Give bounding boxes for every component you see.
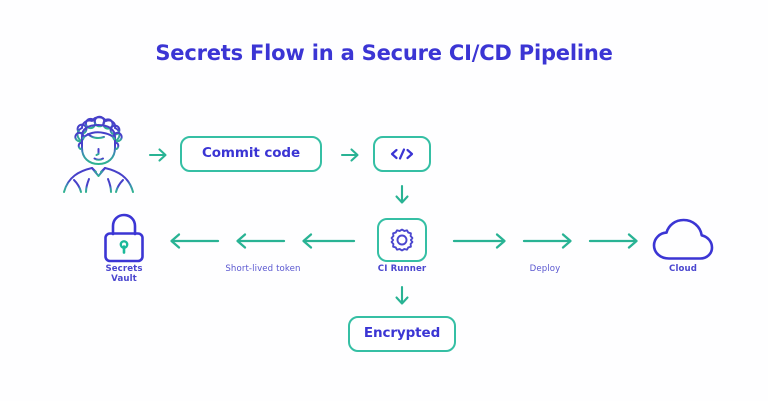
arrow-left-group-icon: [170, 233, 356, 249]
deploy-flow-arrows: [450, 229, 640, 253]
arrow-right-icon: [148, 148, 167, 162]
page-title: Secrets Flow in a Secure CI/CD Pipeline: [155, 41, 613, 65]
encrypted-box[interactable]: Encrypted: [348, 316, 456, 352]
arrow-commit-to-code: [337, 144, 365, 166]
developer-avatar: [52, 106, 144, 194]
gear-icon: [390, 228, 414, 252]
arrow-right-icon: [340, 148, 359, 162]
cloud-label: Cloud: [669, 264, 697, 274]
short-lived-token-label: Short-lived token: [225, 264, 301, 274]
person-icon: [63, 115, 134, 193]
arrow-runner-to-encrypted: [389, 283, 415, 309]
code-repo-box[interactable]: [373, 136, 431, 172]
encrypted-label: Encrypted: [363, 325, 441, 342]
ci-runner-box[interactable]: [377, 218, 427, 262]
lock-icon: [104, 213, 144, 263]
arrow-down-icon: [395, 184, 409, 204]
deploy-label: Deploy: [529, 264, 561, 274]
ci-runner-label: CI Runner: [377, 264, 427, 274]
commit-code-label: Commit code: [201, 145, 301, 162]
token-flow-arrows: [168, 229, 358, 253]
arrow-down-icon: [395, 285, 409, 305]
secrets-vault-label: Secrets Vault: [105, 264, 143, 285]
cloud-node: [652, 218, 714, 262]
commit-code-box[interactable]: Commit code: [180, 136, 322, 172]
secrets-vault-node: [98, 213, 150, 263]
code-brackets-icon: [390, 148, 414, 160]
arrow-developer-to-commit: [145, 144, 173, 166]
arrow-code-to-runner: [389, 182, 415, 208]
arrow-right-group-icon: [452, 233, 638, 249]
cloud-icon: [652, 218, 714, 260]
